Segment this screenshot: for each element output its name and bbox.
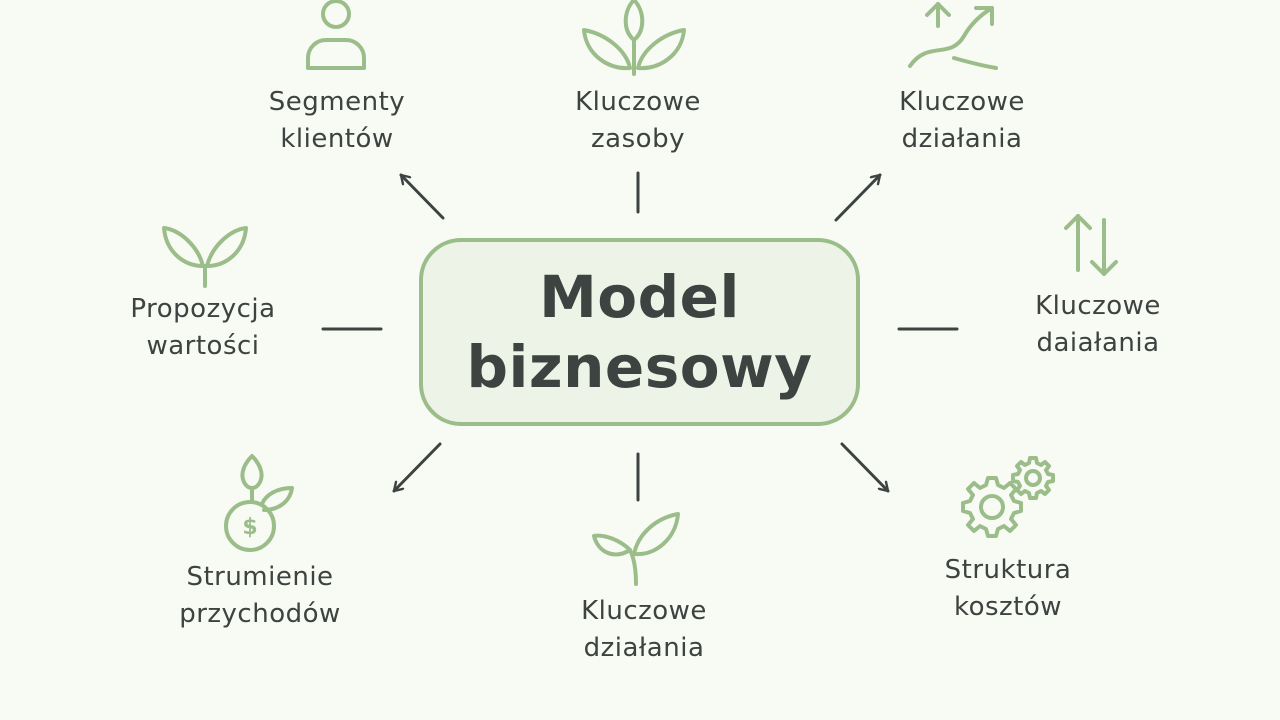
node-label-line-1: Struktura: [944, 555, 1072, 585]
node-label-line-2: wartości: [146, 331, 260, 361]
gears-icon: [961, 456, 1055, 538]
node-kluczowe-dzialania-top: Kluczowe działania: [847, 84, 1077, 158]
connector-strumienie-przychodow: [392, 442, 442, 493]
node-kluczowe-zasoby: Kluczowe zasoby: [523, 84, 753, 158]
swap-arrows-icon: [1064, 214, 1118, 276]
node-struktura-kosztow: Struktura kosztów: [893, 552, 1123, 626]
node-label-line-1: Kluczowe: [575, 87, 701, 117]
sprout-icon: [582, 0, 686, 76]
money-plant-icon: $: [224, 454, 294, 552]
node-label-line-1: Segmenty: [268, 87, 406, 117]
node-label-line-2: zasoby: [591, 124, 685, 154]
center-title-line-1: Model: [539, 263, 740, 331]
node-kluczowe-daialania: Kluczowe daiałania: [983, 288, 1213, 362]
node-label-line-1: Strumienie: [186, 562, 334, 592]
node-segmenty-klientow: Segmenty klientów: [222, 84, 452, 158]
node-label-line-2: działania: [901, 124, 1023, 154]
node-label-line-2: działania: [583, 633, 705, 663]
center-box: Model biznesowy: [419, 238, 860, 426]
node-label-line-2: klientów: [280, 124, 394, 154]
seedling-icon: [592, 512, 680, 586]
node-kluczowe-dzialania-bottom: Kluczowe działania: [529, 593, 759, 667]
svg-text:$: $: [242, 515, 257, 540]
person-icon: [306, 0, 366, 70]
node-label-line-1: Kluczowe: [581, 596, 707, 626]
node-label-line-2: kosztów: [953, 592, 1063, 622]
node-label-line-1: Propozycja: [130, 294, 276, 324]
node-label-line-1: Kluczowe: [899, 87, 1025, 117]
connector-struktura-kosztow: [840, 442, 890, 493]
trend-arrows-icon: [908, 2, 998, 70]
node-label-line-2: przychodów: [179, 599, 341, 629]
node-label-line-2: daiałania: [1036, 328, 1160, 358]
node-propozycja-wartosci: Propozycja wartości: [88, 291, 318, 365]
node-strumienie-przychodow: Strumienie przychodów: [145, 559, 375, 633]
leaf-pair-icon: [162, 226, 248, 288]
center-title-line-2: biznesowy: [466, 333, 813, 401]
node-label-line-1: Kluczowe: [1035, 291, 1161, 321]
connector-kluczowe-dzialania-top: [834, 173, 882, 222]
connector-segmenty-klientow: [399, 173, 445, 220]
